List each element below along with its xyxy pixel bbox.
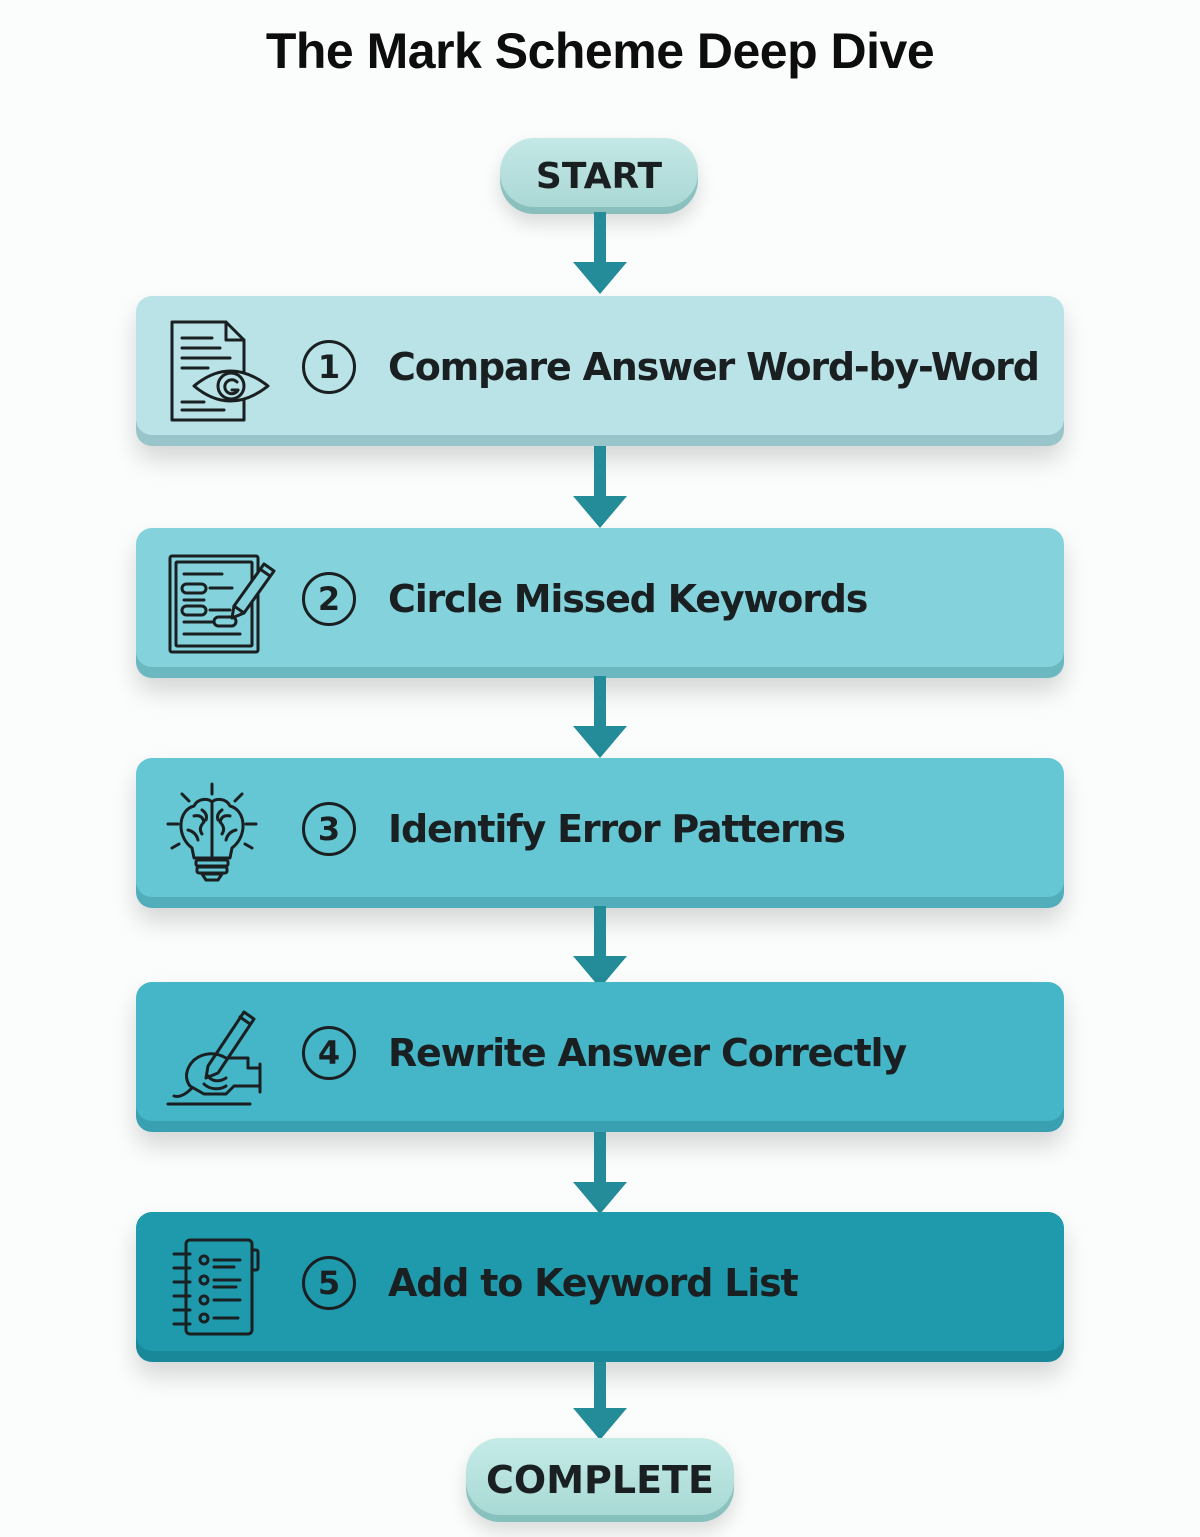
flow-arrow [570, 1362, 630, 1442]
flow-arrow [570, 1132, 630, 1216]
step-2-label: Circle Missed Keywords [388, 577, 868, 621]
checklist-notebook-icon [164, 1234, 276, 1340]
flow-arrow [570, 446, 630, 530]
step-3-number-badge: 3 [302, 802, 356, 856]
hand-writing-icon [164, 1004, 276, 1110]
step-4-box: 4 Rewrite Answer Correctly [136, 982, 1064, 1132]
step-3-label: Identify Error Patterns [388, 807, 846, 851]
page-title: The Mark Scheme Deep Dive [265, 23, 935, 79]
complete-label: COMPLETE [486, 1458, 714, 1502]
step-1-number-badge: 1 [302, 340, 356, 394]
arrow-down-icon [573, 676, 627, 758]
brain-lightbulb-icon [164, 780, 276, 886]
start-label: START [535, 155, 663, 197]
step-2-number-badge: 2 [302, 572, 356, 626]
step-5-label: Add to Keyword List [388, 1261, 799, 1305]
arrow-down-icon [573, 1362, 627, 1440]
document-pencil-icon [164, 550, 276, 656]
step-3-box: 3 Identify Error Patterns [136, 758, 1064, 908]
arrow-down-icon [573, 906, 627, 988]
step-5-number-badge: 5 [302, 1256, 356, 1310]
flow-arrow [570, 906, 630, 990]
arrow-down-icon [573, 1132, 627, 1214]
step-5-box: 5 Add to Keyword List [136, 1212, 1064, 1362]
step-4-label: Rewrite Answer Correctly [388, 1031, 907, 1075]
start-node: START [500, 138, 698, 214]
step-1-label: Compare Answer Word-by-Word [388, 345, 1040, 389]
complete-node: COMPLETE [466, 1438, 734, 1522]
step-4-number-badge: 4 [302, 1026, 356, 1080]
step-1-box: 1 Compare Answer Word-by-Word [136, 296, 1064, 446]
flow-arrow [570, 212, 630, 296]
arrow-down-icon [573, 446, 627, 528]
step-2-box: 2 Circle Missed Keywords [136, 528, 1064, 678]
flow-arrow [570, 676, 630, 760]
document-eye-icon [164, 318, 276, 424]
arrow-down-icon [573, 212, 627, 294]
